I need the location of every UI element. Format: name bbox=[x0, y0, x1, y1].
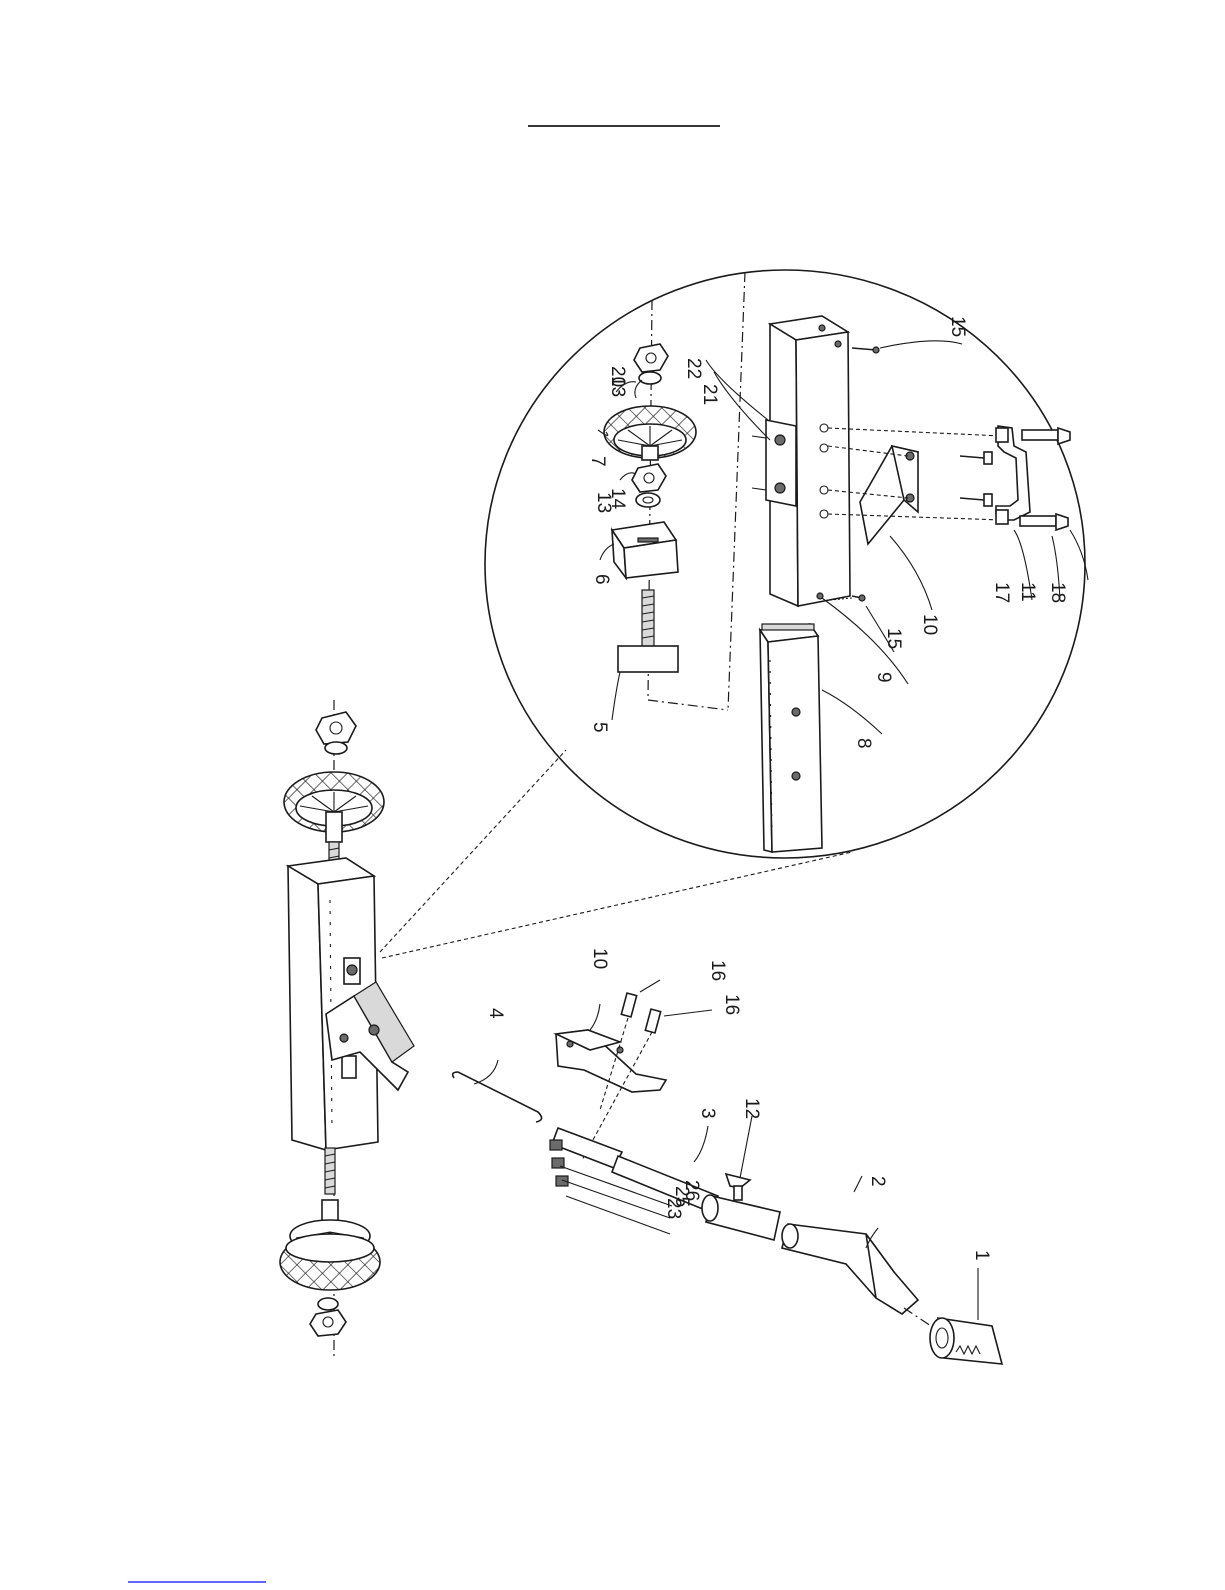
callout-20: 20 bbox=[607, 366, 628, 387]
detail-housing-side bbox=[796, 332, 850, 606]
part-5-plate bbox=[618, 646, 678, 672]
axle-housing-assembly bbox=[280, 700, 414, 1360]
callout-17: 17 bbox=[991, 582, 1012, 603]
part-17-screw-lower bbox=[960, 498, 984, 500]
part-17-screw-upper bbox=[960, 456, 984, 458]
callout-8: 8 bbox=[853, 738, 874, 749]
callout-9: 9 bbox=[873, 672, 894, 683]
callout-7: 7 bbox=[587, 456, 608, 467]
handle-assembly bbox=[453, 993, 1002, 1364]
callout-12: 12 bbox=[741, 1098, 762, 1119]
callout-11: 11 bbox=[1017, 582, 1038, 602]
part-15-screw-top bbox=[852, 348, 876, 350]
top-wheel-hub bbox=[326, 812, 342, 842]
bottom-nut bbox=[310, 1310, 346, 1336]
detail-leader-lower bbox=[382, 852, 852, 958]
part-16-bolt-lower bbox=[645, 1009, 660, 1033]
callout-1: 1 bbox=[971, 1250, 992, 1261]
part-13-washer-top bbox=[639, 372, 661, 384]
callout-6: 6 bbox=[591, 574, 612, 585]
part-5-threaded-bolt bbox=[642, 590, 654, 648]
part-14-nut bbox=[632, 464, 666, 492]
bottom-washer bbox=[318, 1298, 338, 1310]
part-18-bolt-lower bbox=[1020, 516, 1056, 526]
callout-16-upper: 16 bbox=[707, 960, 728, 981]
top-nut bbox=[316, 712, 356, 744]
callout-4: 4 bbox=[485, 1008, 506, 1019]
callout-14: 14 bbox=[607, 488, 628, 510]
callout-10-handle: 10 bbox=[589, 948, 610, 969]
callout-2: 2 bbox=[867, 1176, 888, 1187]
top-washer bbox=[325, 742, 347, 754]
callout-26: 26 bbox=[681, 1180, 702, 1201]
callout-16-lower: 16 bbox=[721, 994, 742, 1015]
callout-3: 3 bbox=[697, 1108, 718, 1119]
callout-21: 21 bbox=[699, 384, 720, 405]
detail-leader-upper bbox=[380, 750, 566, 952]
part-26-washer bbox=[550, 1140, 562, 1150]
callout-15-top: 15 bbox=[947, 316, 968, 337]
part-4-hook bbox=[453, 1072, 542, 1122]
callout-22: 22 bbox=[683, 358, 704, 379]
part-16-bolt-upper bbox=[621, 993, 636, 1017]
part-13-washer-bottom bbox=[636, 493, 660, 507]
callout-10-detail: 10 bbox=[919, 614, 940, 635]
part-18-bolt-upper bbox=[1022, 430, 1058, 440]
callout-5: 5 bbox=[589, 722, 610, 733]
detail-view bbox=[485, 270, 1085, 858]
callout-15-bottom: 15 bbox=[883, 628, 904, 649]
callout-18: 18 bbox=[1047, 582, 1068, 603]
part-20-nut bbox=[634, 344, 668, 372]
